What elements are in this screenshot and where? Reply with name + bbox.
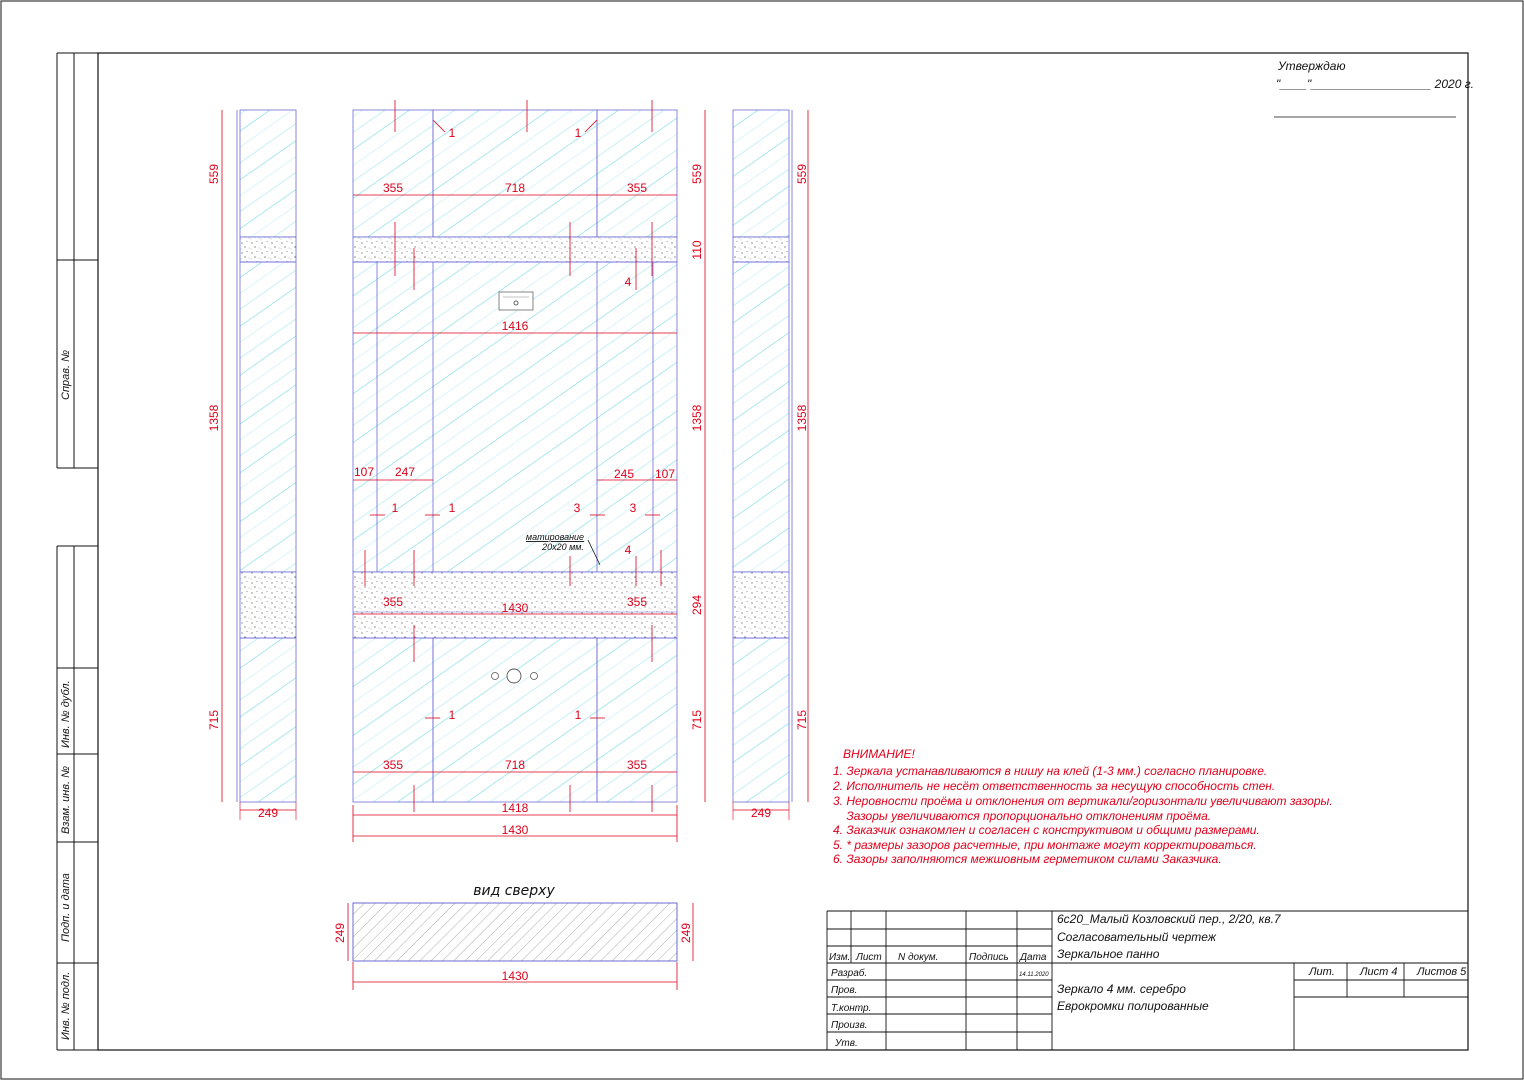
stamp-inv-podl: Инв. № подл.: [60, 972, 72, 1040]
dim-1430-overall: 1430: [502, 823, 529, 837]
title-block: [826, 910, 1468, 1050]
dim-107-left: 107: [354, 465, 374, 479]
front-dim-110: 110: [690, 240, 704, 259]
approval-date-line: "____"__________________ 2020 г.: [1276, 77, 1474, 91]
note-5: 5. * размеры зазоров расчетные, при монт…: [833, 838, 1257, 852]
approval-block: Утверждаю "____"__________________ 2020 …: [1274, 59, 1474, 118]
stamp-vzam: Взам. инв. №: [60, 766, 72, 834]
front-dim-294: 294: [690, 595, 704, 615]
tb-sheets: Листов 5: [1416, 966, 1467, 978]
note-1: 1. Зеркала устанавливаются в нишу на кле…: [833, 764, 1267, 778]
dim-718-bottom: 718: [505, 758, 525, 772]
tb-material: Зеркало 4 мм. серебро: [1057, 982, 1186, 996]
right-dim-1358: 1358: [795, 404, 809, 431]
front-dim-559: 559: [690, 164, 704, 184]
tb-row-utv: Утв.: [834, 1038, 858, 1049]
dim-355-plinth-left: 355: [383, 595, 403, 609]
dim-355-top-left: 355: [383, 181, 403, 195]
tb-row-razrab: Разраб.: [831, 967, 867, 979]
front-dim-1358: 1358: [690, 404, 704, 431]
left-dim-559: 559: [207, 164, 221, 184]
dim-107-right: 107: [655, 467, 675, 481]
dim-245: 245: [614, 467, 634, 481]
front-dimensions: 355 718 355 1 1 4 1416 107 247 245 107 1…: [354, 126, 704, 837]
title-block-text: 6с20_Малый Козловский пер., 2/20, кв.7 С…: [829, 912, 1467, 1049]
approval-title: Утверждаю: [1277, 59, 1345, 73]
left-dim-249: 249: [258, 806, 278, 820]
tb-item-name: Зеркальное панно: [1057, 947, 1160, 961]
gap-1-f: 1: [575, 708, 582, 722]
right-dim-715: 715: [795, 710, 809, 730]
stamp-inv-dubl: Инв. № дубл.: [60, 680, 72, 748]
tb-col-podp: Подпись: [969, 952, 1009, 963]
matting-line1: матирование: [526, 532, 584, 542]
top-view-depth-right: 249: [679, 923, 693, 943]
tb-doc-type: Согласовательный чертеж: [1057, 930, 1217, 944]
dim-1416: 1416: [502, 319, 529, 333]
front-dim-715: 715: [690, 710, 704, 730]
right-dim-249: 249: [751, 806, 771, 820]
top-view-depth-left: 249: [333, 923, 347, 943]
note-3-cont: Зазоры увеличиваются пропорционально отк…: [833, 809, 1211, 823]
tb-lit: Лит.: [1308, 966, 1335, 978]
tb-sheet: Лист 4: [1359, 966, 1398, 978]
tb-col-list: Лист: [855, 952, 882, 963]
dim-1430-plinth: 1430: [502, 601, 529, 615]
inner-frame: [97, 52, 1469, 1051]
right-dim-559: 559: [795, 164, 809, 184]
dim-247: 247: [395, 465, 415, 479]
gap-4-a: 4: [625, 275, 632, 289]
gap-1-b: 1: [575, 126, 582, 140]
note-3: 3. Неровности проёма и отклонения от вер…: [833, 794, 1333, 808]
note-6: 6. Зазоры заполняются межшовным герметик…: [833, 852, 1222, 866]
tb-col-ndoc: N докум.: [898, 952, 938, 963]
stamp-sprav: Справ. №: [60, 350, 72, 400]
left-side-view: [221, 109, 297, 820]
front-view: [352, 100, 706, 842]
left-dim-1358: 1358: [207, 404, 221, 431]
gap-1-a: 1: [449, 126, 456, 140]
gap-4-b: 4: [625, 543, 632, 557]
gap-1-e: 1: [449, 708, 456, 722]
tb-project: 6с20_Малый Козловский пер., 2/20, кв.7: [1057, 912, 1282, 926]
gap-1-d: 1: [449, 501, 456, 515]
matting-note: матирование 20x20 мм.: [526, 532, 584, 552]
dim-355-plinth-right: 355: [627, 595, 647, 609]
tb-col-data: Дата: [1019, 952, 1047, 963]
gap-1-c: 1: [392, 501, 399, 515]
note-2: 2. Исполнитель не несёт ответственность …: [832, 779, 1275, 793]
tb-edge: Еврокромки полированные: [1057, 999, 1209, 1013]
gap-3-a: 3: [574, 501, 581, 515]
side-stamp: Справ. № Инв. № дубл. Взам. инв. № Подп.…: [56, 52, 98, 1051]
gap-3-b: 3: [630, 501, 637, 515]
dim-355-top-right: 355: [627, 181, 647, 195]
notes-block: ВНИМАНИЕ! 1. Зеркала устанавливаются в н…: [832, 747, 1333, 866]
dim-1418: 1418: [502, 801, 529, 815]
dim-718-top: 718: [505, 181, 525, 195]
tb-row-proizv: Произв.: [831, 1020, 868, 1031]
top-view-width: 1430: [502, 969, 529, 983]
top-view: вид сверху 1430 249 249: [333, 883, 694, 990]
tb-row-tkontr: Т.контр.: [831, 1003, 871, 1014]
dim-355-bottom-right: 355: [627, 758, 647, 772]
right-side-view: [732, 109, 809, 820]
top-view-title: вид сверху: [473, 883, 555, 899]
matting-line2: 20x20 мм.: [541, 542, 584, 552]
left-dim-715: 715: [207, 710, 221, 730]
stamp-podp: Подп. и дата: [60, 873, 72, 942]
note-4: 4. Заказчик ознакомлен и согласен с конс…: [833, 823, 1260, 837]
tb-date: 14.11.2020: [1019, 972, 1049, 978]
dim-355-bottom-left: 355: [383, 758, 403, 772]
tb-row-prov: Пров.: [831, 985, 857, 996]
notes-header: ВНИМАНИЕ!: [843, 747, 916, 761]
tb-col-izm: Изм.: [829, 952, 850, 963]
